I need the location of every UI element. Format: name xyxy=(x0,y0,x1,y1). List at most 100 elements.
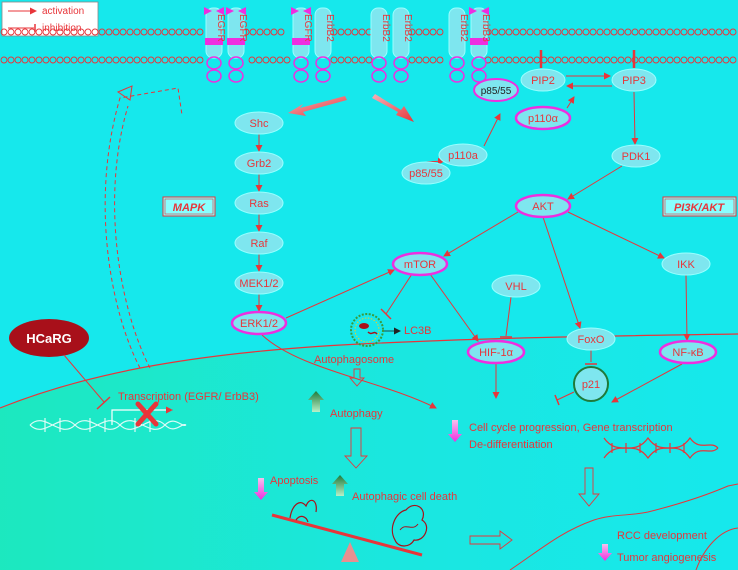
membrane-bead xyxy=(0,56,8,64)
node-pip3: PIP3 xyxy=(611,68,657,92)
membrane-bead xyxy=(84,56,92,64)
membrane-bead xyxy=(140,28,148,36)
membrane-bead xyxy=(429,28,437,36)
svg-text:EGFR: EGFR xyxy=(302,14,313,42)
membrane-bead xyxy=(533,56,541,64)
membrane-bead xyxy=(666,28,674,36)
svg-text:ErbB2: ErbB2 xyxy=(402,14,413,42)
membrane-bead xyxy=(652,28,660,36)
svg-text:HCaRG: HCaRG xyxy=(26,331,72,346)
membrane-bead xyxy=(729,56,737,64)
hcarg-badge: HCaRG xyxy=(9,319,89,357)
membrane-bead xyxy=(722,28,730,36)
membrane-bead xyxy=(256,28,264,36)
lc3b-label: LC3B xyxy=(404,325,432,337)
svg-text:NF-κB: NF-κB xyxy=(672,347,703,359)
membrane-bead xyxy=(98,28,106,36)
membrane-bead xyxy=(91,28,99,36)
membrane-bead xyxy=(154,56,162,64)
node-p21: p21 xyxy=(573,366,609,402)
membrane-bead xyxy=(262,56,270,64)
membrane-bead xyxy=(126,56,134,64)
membrane-bead xyxy=(694,56,702,64)
membrane-bead xyxy=(645,56,653,64)
edge-erk-cellcycle xyxy=(261,334,437,409)
membrane-bead xyxy=(673,28,681,36)
svg-text:ERK1/2: ERK1/2 xyxy=(240,318,278,330)
cell-cycle-label: Cell cycle progression, Gene transcripti… xyxy=(469,422,673,434)
angiogenesis-down-arrow xyxy=(598,544,612,561)
svg-text:EGFR: EGFR xyxy=(237,14,248,42)
membrane-bead xyxy=(408,56,416,64)
membrane-bead xyxy=(269,56,277,64)
receptor-erbb2-3: ErbB2 xyxy=(314,7,335,83)
membrane-bead xyxy=(680,28,688,36)
membrane-bead xyxy=(14,28,22,36)
apoptosis-label: Apoptosis xyxy=(270,475,319,487)
membrane-bead xyxy=(126,28,134,36)
membrane-bead xyxy=(561,28,569,36)
node-p110a-top: p110α xyxy=(514,105,572,131)
membrane-bead xyxy=(415,56,423,64)
membrane-bead xyxy=(154,28,162,36)
membrane-bead xyxy=(351,28,359,36)
edge-p110-pip xyxy=(566,96,575,109)
membrane-bead xyxy=(617,56,625,64)
membrane-bead xyxy=(589,28,597,36)
membrane-bead xyxy=(498,56,506,64)
arrow-to-pi3k xyxy=(372,94,414,122)
membrane-bead xyxy=(491,56,499,64)
membrane-bead xyxy=(283,56,291,64)
membrane-bead xyxy=(351,56,359,64)
pi3k-cascade: p85/55 PIP2 PIP3 p110α p110a p85/55 PDK1 xyxy=(391,68,718,402)
membrane-bead xyxy=(561,56,569,64)
membrane-bead xyxy=(14,56,22,64)
arrow-to-mapk xyxy=(288,96,347,116)
node-foxo: FoxO xyxy=(566,327,616,351)
svg-text:p85/55: p85/55 xyxy=(409,168,443,180)
dna-helix-icon xyxy=(29,418,187,432)
membrane-bead xyxy=(196,56,204,64)
membrane-bead xyxy=(708,28,716,36)
node-vhl: VHL xyxy=(491,274,541,298)
membrane-bead xyxy=(582,56,590,64)
rcc-tissue-outline xyxy=(509,483,738,570)
membrane-bead xyxy=(659,56,667,64)
node-akt: AKT xyxy=(514,193,572,219)
membrane-bead xyxy=(708,56,716,64)
edge-akt-foxo xyxy=(542,216,582,329)
membrane-bead xyxy=(715,56,723,64)
membrane-bead xyxy=(0,28,8,36)
svg-text:ErbB2: ErbB2 xyxy=(458,14,469,42)
svg-text:EGFR: EGFR xyxy=(215,14,226,42)
svg-text:FoxO: FoxO xyxy=(578,334,605,346)
svg-text:VHL: VHL xyxy=(505,281,526,293)
membrane-bead xyxy=(568,28,576,36)
membrane-bead xyxy=(540,28,548,36)
membrane-bead xyxy=(512,28,520,36)
membrane-bead xyxy=(337,56,345,64)
membrane-bead xyxy=(42,56,50,64)
svg-text:PDK1: PDK1 xyxy=(622,151,651,163)
autophagosome-icon xyxy=(350,313,401,347)
membrane-bead xyxy=(112,28,120,36)
autophagosome-label: Autophagosome xyxy=(314,354,394,366)
transcription-label: Transcription (EGFR/ ErbB3) xyxy=(118,391,259,403)
svg-text:MEK1/2: MEK1/2 xyxy=(239,278,278,290)
pi3k-label-box: PI3K/AKT xyxy=(662,196,737,217)
edge-ikk-nfkb xyxy=(683,274,691,341)
membrane-bead xyxy=(422,56,430,64)
membrane-bead xyxy=(337,28,345,36)
svg-text:mTOR: mTOR xyxy=(404,259,436,271)
membrane-bead xyxy=(596,28,604,36)
membrane-bead xyxy=(330,56,338,64)
svg-text:Ras: Ras xyxy=(249,198,269,210)
rcc-tissue-outline-2 xyxy=(695,527,738,570)
membrane-bead xyxy=(652,56,660,64)
membrane-bead xyxy=(344,56,352,64)
membrane-bead xyxy=(21,28,29,36)
cell-membrane xyxy=(0,28,737,64)
node-erk1-2: ERK1/2 xyxy=(230,310,288,336)
membrane-bead xyxy=(140,56,148,64)
